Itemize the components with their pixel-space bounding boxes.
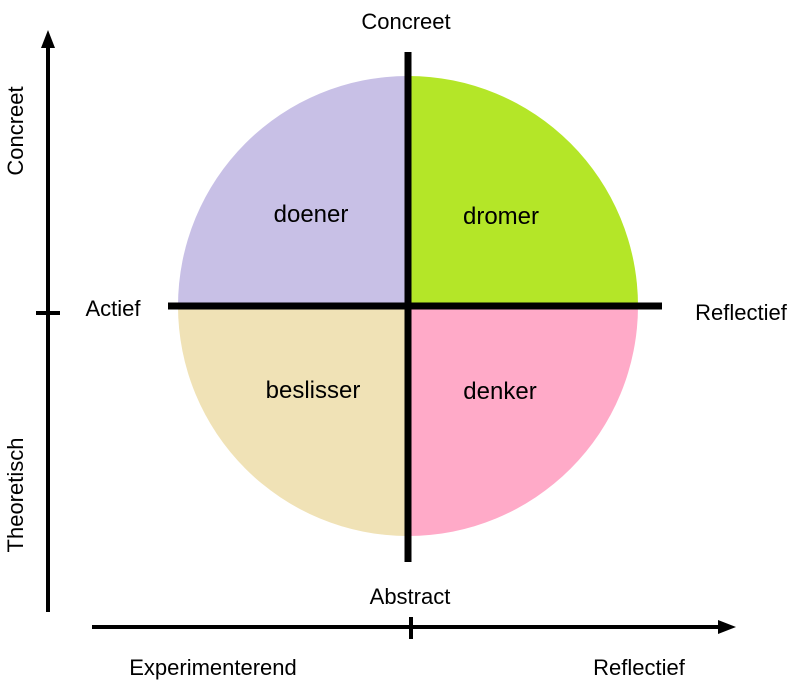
horizontal-axis-label-experimenterend: Experimenterend (129, 655, 297, 680)
vertical-axis-label-theoretisch: Theoretisch (3, 438, 28, 553)
quadrant-denker (408, 306, 638, 536)
quadrant-doener (178, 76, 408, 306)
horizontal-axis-arrowhead (718, 620, 736, 634)
vertical-axis-arrowhead (41, 30, 55, 48)
quadrant-label-denker: denker (463, 378, 536, 405)
label-top-concreet: Concreet (361, 9, 450, 34)
horizontal-axis-label-reflectief: Reflectief (593, 655, 686, 680)
vertical-axis-label-concreet: Concreet (3, 86, 28, 175)
quadrant-label-doener: doener (274, 201, 349, 228)
quadrant-label-dromer: dromer (463, 203, 539, 230)
label-right-reflectief: Reflectief (695, 300, 788, 325)
quadrant-dromer (408, 76, 638, 306)
label-bottom-abstract: Abstract (370, 584, 451, 609)
label-left-actief: Actief (85, 296, 141, 321)
quadrant-label-beslisser: beslisser (266, 377, 361, 404)
quadrant-beslisser (178, 306, 408, 536)
